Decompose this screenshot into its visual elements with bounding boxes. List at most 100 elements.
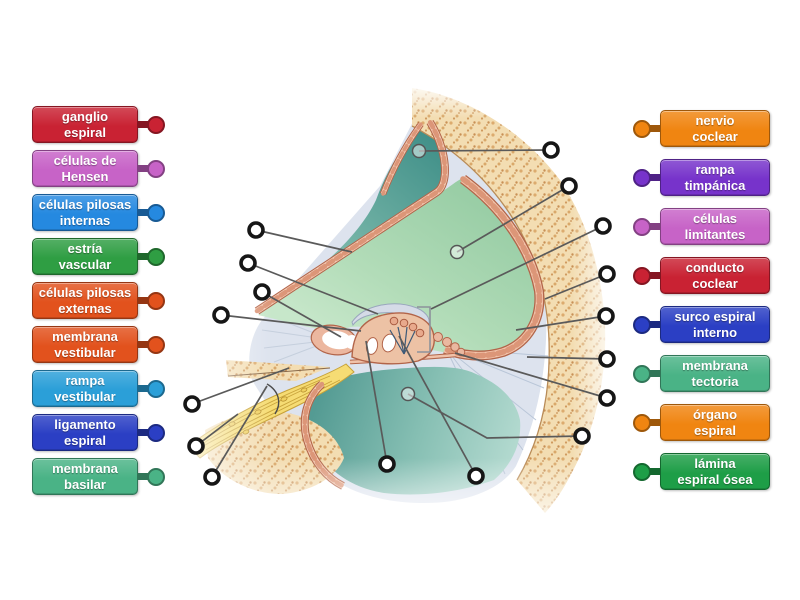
target-circle-l1[interactable] (247, 221, 265, 239)
label-text: nervio (695, 113, 735, 128)
label-text: vestibular (54, 388, 116, 404)
pin-dot (633, 266, 651, 285)
fade-right (570, 85, 620, 525)
marker-circle-r8 (400, 386, 416, 402)
pointer-line-r2 (456, 185, 570, 253)
pin-dot (633, 119, 651, 138)
marker-circle-r1 (411, 143, 427, 159)
target-circle-l5[interactable] (183, 395, 201, 413)
hensen-claudius-cells (433, 332, 466, 357)
pin-dot (633, 462, 651, 481)
label-text: conducto (685, 260, 745, 275)
target-circle-r5[interactable] (597, 307, 615, 325)
label-text: limitantes (684, 226, 746, 242)
target-circle-b2[interactable] (467, 467, 485, 485)
fade-top (370, 80, 630, 118)
label-text: membrana (52, 329, 118, 344)
pointer-line-r4 (544, 273, 608, 300)
pin-stem (647, 174, 661, 181)
label-text: espiral ósea (677, 471, 753, 487)
hair-cells (389, 316, 425, 338)
pointer-line-b2 (398, 335, 477, 477)
pointer-line-b1 (365, 340, 388, 465)
vestibular-membrane (254, 119, 449, 315)
pin-stem (647, 125, 661, 132)
inner-sulcus (322, 330, 352, 350)
target-circle-l6[interactable] (187, 437, 205, 455)
target-circle-b1[interactable] (378, 455, 396, 473)
pointer-line-r5 (515, 315, 607, 331)
pointer-line-l3 (261, 291, 342, 338)
organ-of-corti (310, 303, 466, 365)
label-text: órgano (692, 407, 738, 422)
label-text: rampa (65, 373, 105, 388)
marker-circle-r2 (449, 244, 465, 260)
pointer-line-l5 (191, 367, 290, 405)
pin-stem (137, 385, 151, 392)
pin-stem (647, 419, 661, 426)
pointer-line-l2 (247, 262, 379, 315)
target-circle-r3[interactable] (594, 217, 612, 235)
target-circle-l2[interactable] (239, 254, 257, 272)
pointer-line-l6 (195, 413, 239, 447)
pin-dot (633, 413, 651, 432)
label-text: timpánica (684, 177, 746, 193)
target-circle-l3[interactable] (253, 283, 271, 301)
label-text: células (692, 211, 738, 226)
label-text: espiral (694, 422, 736, 438)
label-text: membrana (682, 358, 748, 373)
label-text: internas (59, 212, 111, 228)
label-text: rampa (695, 162, 735, 177)
scala-vestibuli (256, 121, 447, 312)
pin-dot (147, 115, 165, 134)
target-circle-r6[interactable] (598, 350, 616, 368)
target-circle-r8[interactable] (573, 427, 591, 445)
pin-dot (633, 217, 651, 236)
pin-stem (137, 121, 151, 128)
target-circle-r2[interactable] (560, 177, 578, 195)
label-text: interno (692, 324, 738, 340)
label-text: Hensen (61, 168, 109, 184)
label-text: coclear (692, 128, 738, 144)
pointer-line-l1 (255, 229, 353, 253)
target-circle-l4[interactable] (212, 306, 230, 324)
target-circle-r1[interactable] (542, 141, 560, 159)
pointer-lines (191, 149, 608, 478)
target-circle-l7[interactable] (203, 468, 221, 486)
pin-dot (147, 467, 165, 486)
label-text: vascular (58, 256, 112, 272)
vestibular-wall-strip (379, 122, 424, 196)
pointer-line-r7 (454, 352, 608, 399)
pin-stem (137, 253, 151, 260)
pin-stem (647, 321, 661, 328)
label-text: ganglio (61, 109, 109, 124)
label-text: células de (53, 153, 117, 168)
pin-stem (647, 272, 661, 279)
fade-bottom (150, 455, 650, 545)
pointer-line-r6 (526, 356, 608, 360)
label-text: células pilosas (38, 285, 132, 300)
target-circle-r7[interactable] (598, 389, 616, 407)
target-circle-r4[interactable] (598, 265, 616, 283)
cochlear-duct-area (258, 178, 541, 358)
pin-stem (647, 468, 661, 475)
pin-dot (147, 335, 165, 354)
pin-stem (137, 473, 151, 480)
